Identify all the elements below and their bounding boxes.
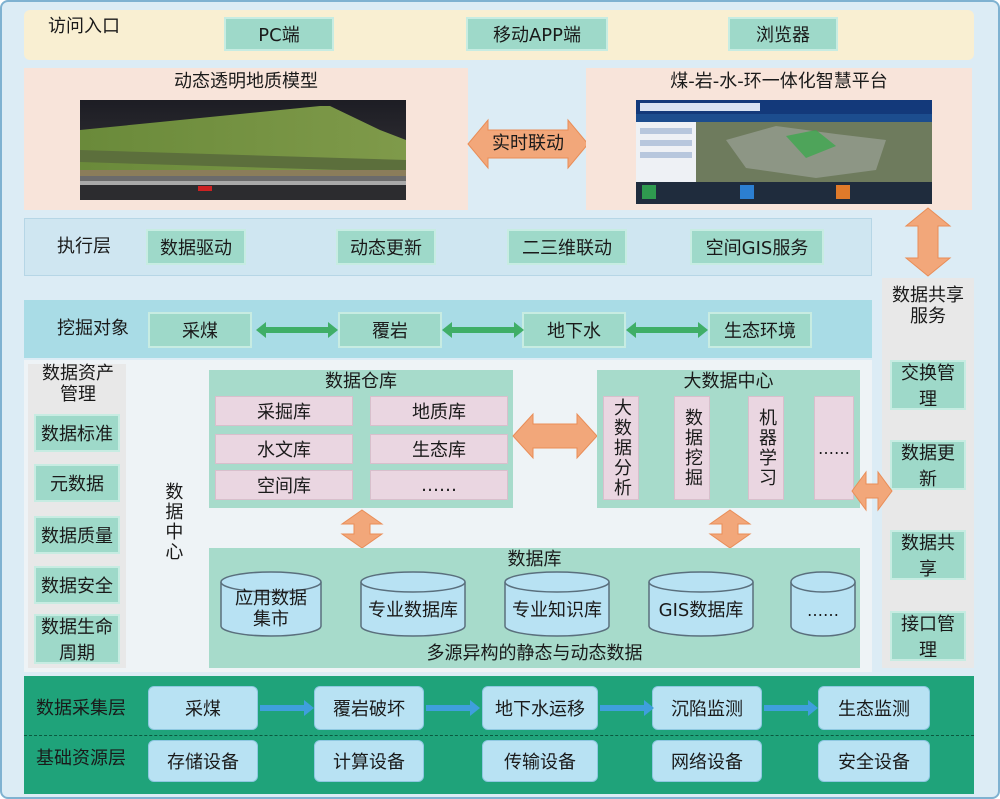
db-footer: 多源异构的静态与动态数据: [426, 642, 643, 664]
realtime-link-label: 实时联动: [492, 132, 564, 154]
exec-item-data-driven: 数据驱动: [146, 229, 246, 265]
asset-item-standard: 数据标准: [34, 414, 120, 452]
access-item-browser: 浏览器: [728, 17, 838, 51]
collect-item-coal: 采煤: [148, 686, 258, 730]
exec-label: 执行层: [57, 236, 111, 257]
share-platform-arrow: [904, 207, 952, 277]
center-share-arrow: [851, 470, 893, 512]
warehouse-item-ecology: 生态库: [370, 434, 508, 464]
bigdata-item-more: ……: [814, 396, 854, 500]
share-item-exchange: 交换管理: [890, 360, 966, 410]
collect-item-subsidence: 沉陷监测: [652, 686, 762, 730]
bigdata-db-arrow: [708, 509, 752, 549]
collect-label: 数据采集层: [36, 698, 126, 719]
bigdata-title: 大数据中心: [683, 370, 774, 392]
warehouse-title: 数据仓库: [325, 370, 397, 392]
exec-item-gis-service: 空间GIS服务: [690, 229, 824, 265]
warehouse-bigdata-arrow: [512, 412, 598, 460]
asset-item-security: 数据安全: [34, 566, 120, 604]
share-item-interface: 接口管理: [890, 611, 966, 661]
db-title: 数据库: [507, 548, 562, 570]
excavate-item-groundwater: 地下水: [522, 312, 626, 348]
base-item-transmission: 传输设备: [482, 740, 598, 782]
geo-model-title: 动态透明地质模型: [174, 70, 318, 92]
access-item-pc: PC端: [224, 17, 334, 51]
collect-arrows: [260, 700, 818, 716]
warehouse-db-arrow: [340, 509, 384, 549]
db-item-app-mart: 应用数据集市: [235, 588, 307, 630]
db-item-more: ……: [807, 600, 839, 620]
excavate-item-ecology: 生态环境: [708, 312, 812, 348]
exec-item-2d3d-link: 二三维联动: [507, 229, 627, 265]
excavate-item-coal: 采煤: [148, 312, 252, 348]
base-item-security: 安全设备: [818, 740, 930, 782]
db-item-gis-db: GIS数据库: [658, 599, 744, 621]
warehouse-item-spatial: 空间库: [215, 470, 353, 500]
base-label: 基础资源层: [36, 748, 126, 769]
warehouse-item-more: ……: [370, 470, 508, 500]
access-item-app: 移动APP端: [466, 17, 608, 51]
db-item-professional-db: 专业数据库: [368, 599, 458, 621]
excavate-item-overburden: 覆岩: [338, 312, 442, 348]
bigdata-item-mining: 数据挖掘: [674, 396, 710, 500]
db-item-knowledge-base: 专业知识库: [512, 599, 602, 621]
base-item-compute: 计算设备: [314, 740, 424, 782]
data-center-label: 数据中心: [162, 482, 184, 562]
bottom-divider: [24, 735, 974, 736]
asset-item-metadata: 元数据: [34, 464, 120, 502]
geo-model-image: [80, 100, 406, 200]
bigdata-item-analysis: 大数据分析: [603, 396, 639, 500]
share-title: 数据共享服务: [892, 285, 964, 327]
collect-item-groundwater-migration: 地下水运移: [482, 686, 598, 730]
bigdata-item-ml: 机器学习: [748, 396, 784, 500]
excavate-label: 挖掘对象: [57, 318, 129, 339]
platform-screenshot: [636, 100, 932, 204]
warehouse-item-hydrology: 水文库: [215, 434, 353, 464]
warehouse-item-geology: 地质库: [370, 396, 508, 426]
asset-item-lifecycle: 数据生命周期: [34, 614, 120, 664]
share-item-update: 数据更新: [890, 440, 966, 490]
platform-title: 煤-岩-水-环一体化智慧平台: [670, 70, 888, 92]
base-item-storage: 存储设备: [148, 740, 258, 782]
access-label: 访问入口: [48, 16, 120, 37]
base-item-network: 网络设备: [652, 740, 762, 782]
exec-item-dynamic-update: 动态更新: [336, 229, 436, 265]
asset-item-quality: 数据质量: [34, 516, 120, 554]
collect-item-eco-monitor: 生态监测: [818, 686, 930, 730]
excavate-arrows: [256, 322, 708, 338]
warehouse-item-mining: 采掘库: [215, 396, 353, 426]
collect-item-overburden-failure: 覆岩破坏: [314, 686, 424, 730]
db-cylinders: [220, 571, 856, 637]
share-item-share: 数据共享: [890, 530, 966, 580]
asset-title: 数据资产管理: [42, 363, 114, 405]
